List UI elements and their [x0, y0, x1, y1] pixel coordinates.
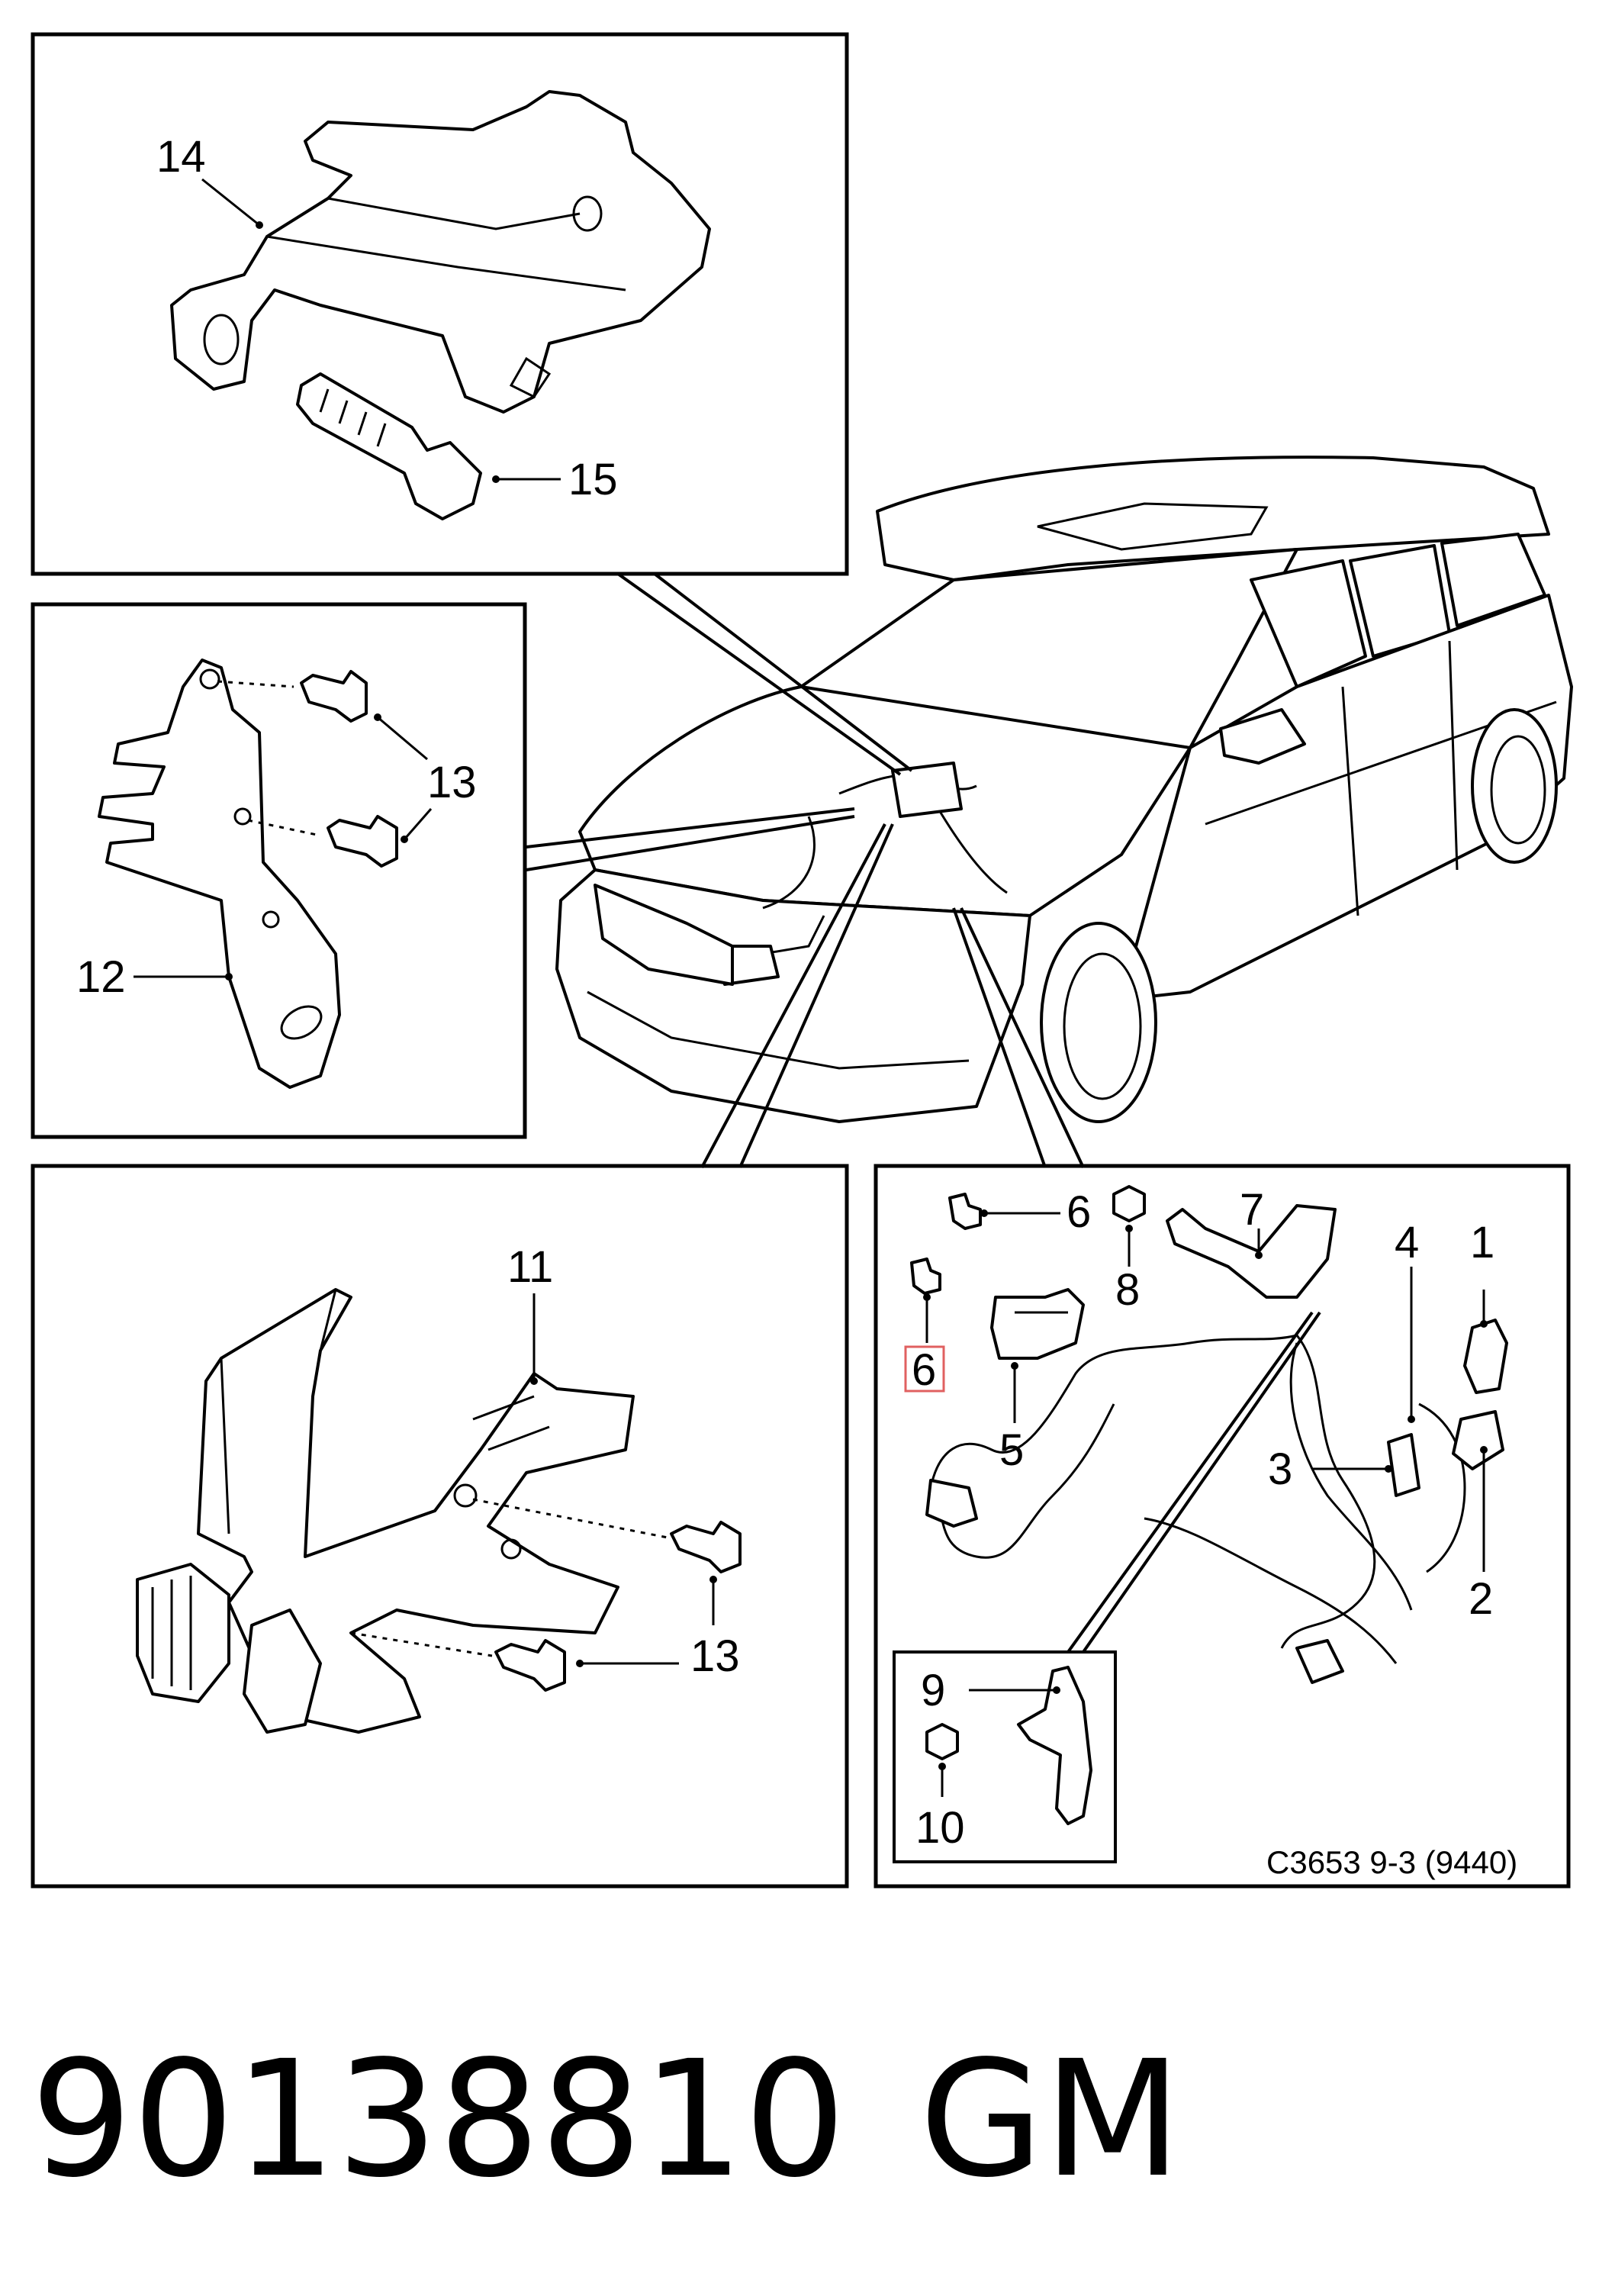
label-11: 11 [507, 1242, 553, 1292]
label-8: 8 [1115, 1265, 1140, 1315]
diagram-caption: C3653 9-3 (9440) [1266, 1844, 1517, 1880]
label-6-upper: 6 [1067, 1187, 1091, 1237]
label-5: 5 [999, 1425, 1024, 1475]
panel-harness [873, 1164, 1571, 1889]
label-10: 10 [915, 1803, 965, 1853]
label-14: 14 [156, 132, 206, 182]
bracket-11-drawing [136, 1288, 742, 1734]
highlight-box [904, 1345, 945, 1393]
label-3: 3 [1268, 1444, 1292, 1494]
label-6-lower: 6 [912, 1345, 936, 1395]
car-illustration [555, 456, 1573, 1123]
label-15: 15 [568, 455, 618, 504]
brand-label: GM [919, 2026, 1182, 2213]
label-1: 1 [1470, 1218, 1494, 1267]
label-12: 12 [76, 952, 126, 1002]
bracket-12-drawing [98, 659, 398, 1089]
panel-bracket-12 [31, 602, 527, 1139]
label-2: 2 [1469, 1574, 1493, 1624]
bracket-14-drawing [170, 90, 711, 520]
label-13-a: 13 [427, 758, 477, 807]
label-7: 7 [1240, 1185, 1264, 1235]
label-13-c: 13 [690, 1631, 740, 1681]
panel-bracket-11 [31, 1164, 849, 1889]
label-9: 9 [921, 1666, 945, 1715]
label-4: 4 [1395, 1218, 1419, 1267]
panel-bracket-14 [31, 32, 849, 576]
callout-lines [526, 572, 1085, 1168]
harness-drawing [893, 1185, 1508, 1863]
part-number: 90138810 [31, 2026, 846, 2213]
